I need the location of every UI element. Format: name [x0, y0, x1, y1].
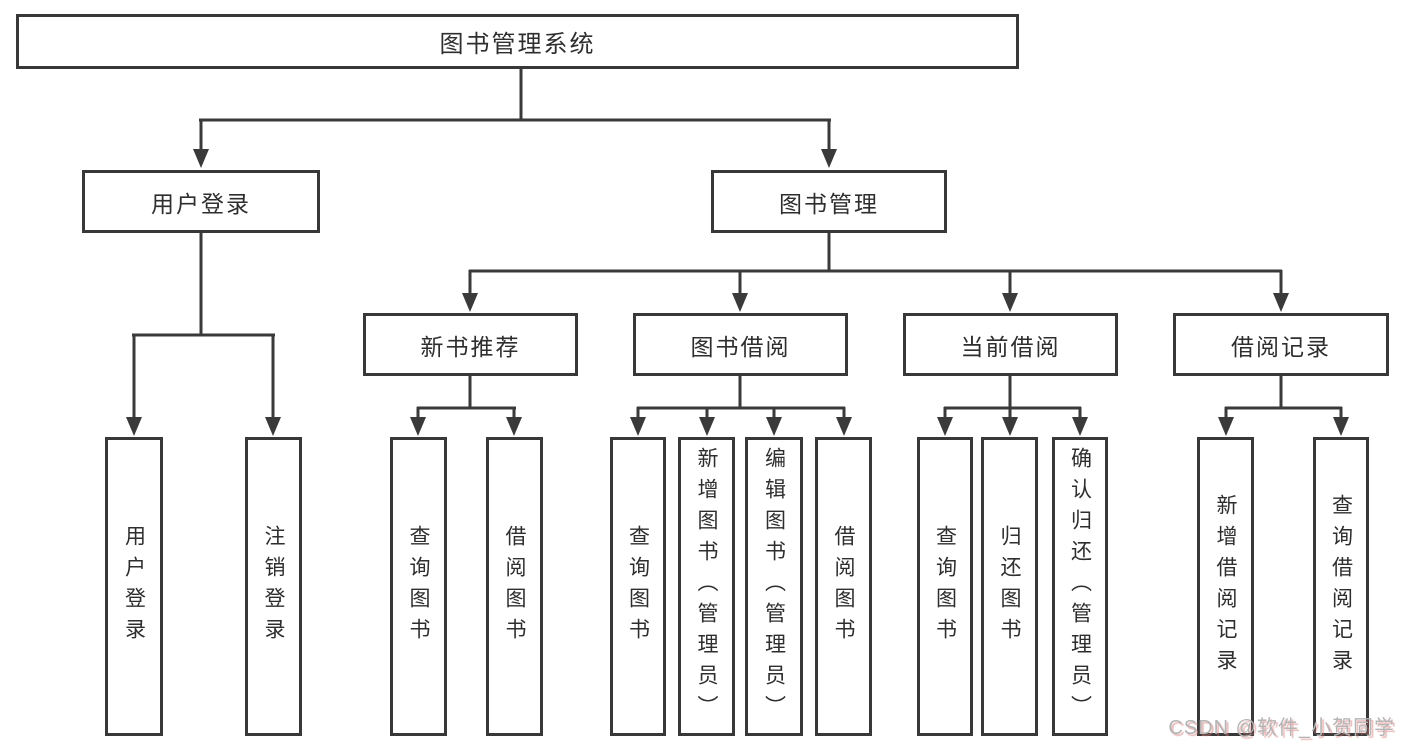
leaf-query-books-recommend: 查询图书: [390, 437, 447, 736]
node-borrow-records: 借阅记录: [1173, 313, 1389, 376]
leaf-query-borrow-record: 查询借阅记录: [1313, 437, 1369, 736]
leaf-add-borrow-record: 新增借阅记录: [1197, 437, 1254, 736]
node-new-book-recommend: 新书推荐: [363, 313, 578, 376]
watermark: CSDN @软件_小贺同学: [1168, 717, 1395, 739]
connector-user-login-children: [126, 232, 281, 436]
leaf-logout: 注销登录: [245, 437, 302, 736]
node-current-borrow: 当前借阅: [903, 313, 1118, 376]
connector-root-to-level2: [193, 67, 837, 168]
leaf-edit-books-admin: 编辑图书（管理员）: [745, 437, 803, 736]
node-root: 图书管理系统: [16, 14, 1019, 69]
leaf-query-books-current: 查询图书: [917, 437, 973, 736]
leaf-user-login: 用户登录: [105, 437, 163, 736]
node-book-management: 图书管理: [711, 170, 947, 233]
leaf-borrow-books: 借阅图书: [815, 437, 872, 736]
leaf-borrow-books-recommend: 借阅图书: [486, 437, 543, 736]
connector-current-borrow-children: [937, 375, 1088, 436]
connector-book-borrow-children: [630, 375, 852, 436]
node-book-borrow: 图书借阅: [633, 313, 848, 376]
leaf-return-books: 归还图书: [981, 437, 1038, 736]
leaf-query-books-borrow: 查询图书: [610, 437, 666, 736]
connector-borrow-records-children: [1218, 375, 1349, 436]
connector-new-book-recommend-children: [410, 375, 522, 436]
connector-book-management-to-level3: [462, 232, 1289, 312]
leaf-confirm-return-admin: 确认归还（管理员）: [1052, 437, 1108, 736]
leaf-add-books-admin: 新增图书（管理员）: [678, 437, 735, 736]
node-user-login: 用户登录: [82, 170, 320, 233]
